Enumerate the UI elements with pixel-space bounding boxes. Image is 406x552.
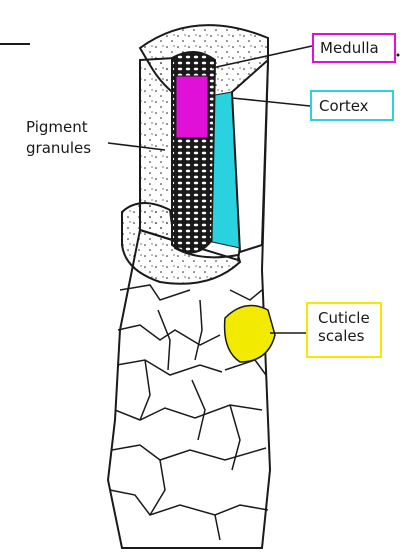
cortex-label: Cortex	[319, 97, 392, 115]
cortex-label-box: Cortex	[310, 90, 394, 121]
pigment-label-line1: Pigment	[26, 118, 88, 136]
cuticle-label-box: Cuticle scales	[306, 302, 382, 358]
medulla-label: Medulla	[320, 39, 394, 57]
pigment-label-line2: granules	[26, 139, 91, 157]
medulla-label-box: Medulla	[312, 33, 396, 63]
cuticle-scale-highlight	[225, 306, 275, 363]
medulla-highlight	[176, 76, 208, 138]
medulla-dot	[397, 54, 400, 57]
cuticle-label-line2: scales	[318, 327, 380, 345]
cuticle-label-line1: Cuticle	[318, 309, 380, 327]
